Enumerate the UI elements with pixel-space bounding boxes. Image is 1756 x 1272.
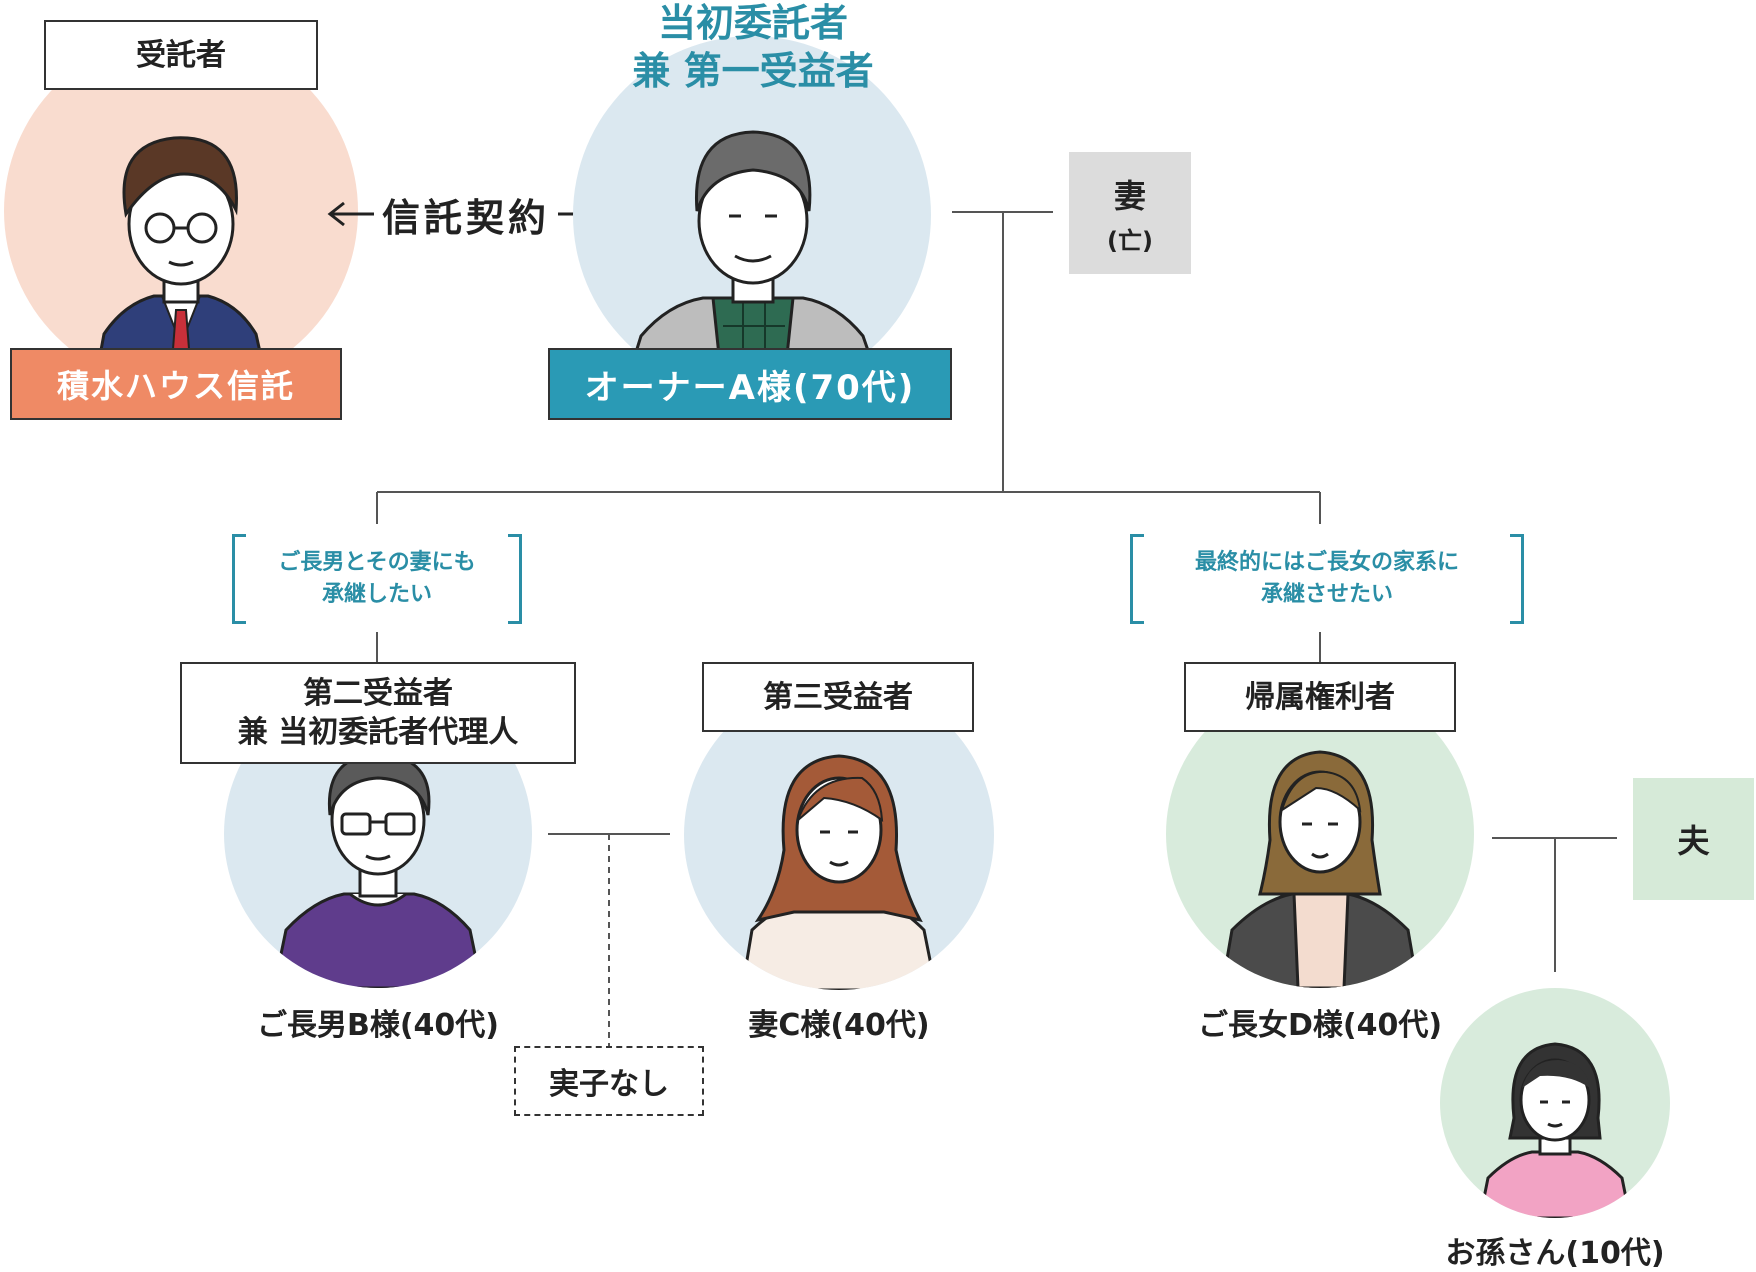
son-role-line1: 第二受益者 [303, 676, 453, 711]
daughter-name: ご長女D様(40代) [1197, 1008, 1443, 1043]
trustee-role-label: 受託者 [136, 37, 226, 73]
contract-label: 信託契約 [382, 195, 551, 240]
grandchild-portrait [1440, 988, 1670, 1218]
trustee-name: 積水ハウス信託 [56, 367, 295, 405]
son-role-box: 第二受益者 兼 当初委託者代理人 [180, 662, 576, 764]
owner-role-line1: 当初委託者 [657, 1, 848, 45]
daughter-role: 帰属権利者 [1245, 679, 1395, 715]
note-left-line2: 承継したい [321, 582, 432, 607]
owner-name: オーナーA様(70代) [584, 367, 916, 408]
no-children-box: 実子なし [514, 1046, 704, 1116]
son-role-line2: 兼 当初委託者代理人 [237, 715, 519, 750]
no-children-label: 実子なし [549, 1067, 669, 1102]
note-right-bracket-close [1510, 534, 1524, 624]
note-right-line2: 承継させたい [1260, 582, 1393, 607]
son-wife-role: 第三受益者 [763, 679, 913, 715]
son-wife-role-box: 第三受益者 [702, 662, 974, 732]
owner-role-line2: 兼 第一受益者 [632, 48, 874, 93]
wife-deceased-status: (亡) [1107, 226, 1153, 255]
trustee-name-bar: 積水ハウス信託 [10, 348, 342, 420]
note-right-line1: 最終的にはご長女の家系に [1194, 550, 1459, 576]
son-name: ご長男B様(40代) [256, 1008, 500, 1043]
note-right: 最終的にはご長女の家系に 承継させたい [1144, 534, 1510, 624]
wife-deceased-box: 妻 (亡) [1069, 152, 1191, 274]
note-right-bracket-open [1130, 534, 1144, 624]
owner-name-bar: オーナーA様(70代) [548, 348, 952, 420]
husband-label: 夫 [1677, 822, 1710, 860]
daughter-role-box: 帰属権利者 [1184, 662, 1456, 732]
son-wife-name: 妻C様(40代) [748, 1008, 930, 1043]
note-left-bracket-close [508, 534, 522, 624]
trustee-portrait [4, 34, 358, 388]
owner-role-heading: 当初委託者 兼 第一受益者 [560, 0, 946, 95]
husband-box: 夫 [1633, 778, 1754, 900]
trustee-role-box: 受託者 [44, 20, 318, 90]
wife-deceased-label: 妻 [1113, 176, 1146, 215]
grandchild-name: お孫さん(10代) [1445, 1236, 1665, 1271]
note-left: ご長男とその妻にも 承継したい [246, 534, 508, 624]
note-left-bracket-open [232, 534, 246, 624]
arrow-left-icon [327, 201, 374, 227]
note-left-line1: ご長男とその妻にも [278, 550, 476, 576]
